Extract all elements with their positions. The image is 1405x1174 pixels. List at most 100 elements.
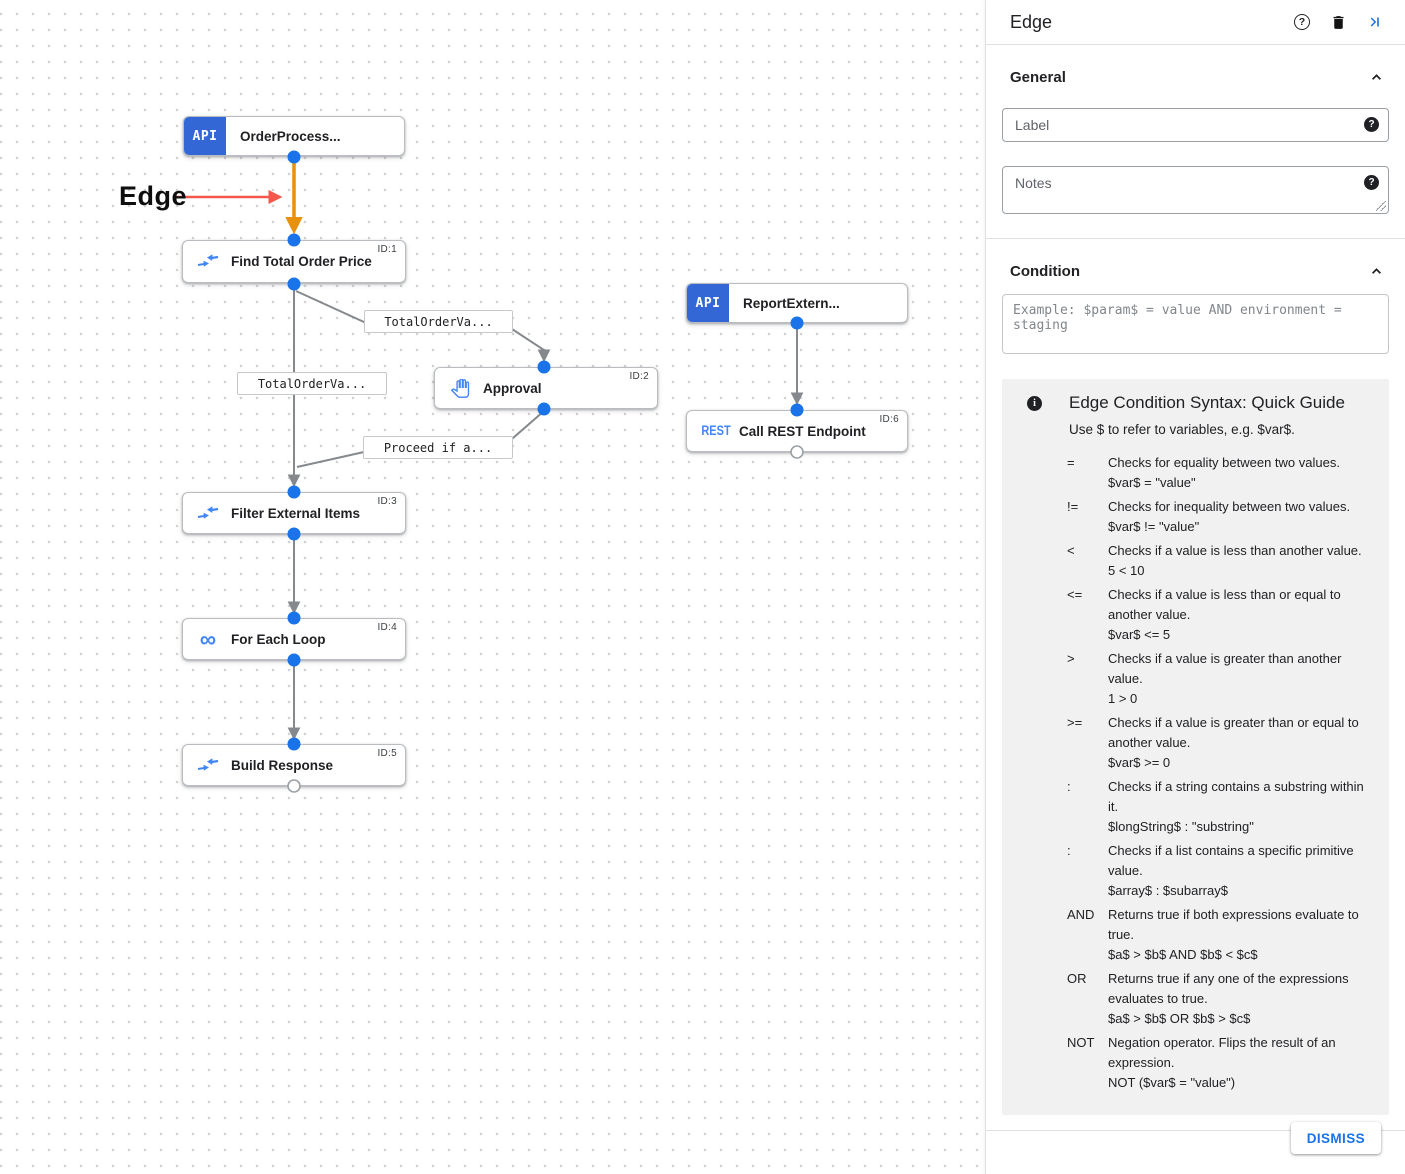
edge-condition-label[interactable]: Proceed if a... bbox=[363, 436, 513, 459]
notes-input[interactable] bbox=[1002, 166, 1389, 214]
guide-row: NOT Negation operator. Flips the result … bbox=[1067, 1033, 1373, 1093]
node-approval[interactable]: Approval ID:2 bbox=[434, 367, 658, 409]
condition-field-wrap bbox=[1002, 294, 1389, 354]
panel-footer: DISMISS bbox=[986, 1122, 1405, 1174]
edge-properties-panel: Edge ? General ? ? C bbox=[985, 0, 1405, 1174]
info-icon: i bbox=[1027, 396, 1042, 411]
data-mapping-icon bbox=[195, 252, 221, 271]
node-label: For Each Loop bbox=[231, 631, 326, 647]
node-call-rest-endpoint[interactable]: REST Call REST Endpoint ID:6 bbox=[686, 410, 908, 452]
notes-field-wrap: ? bbox=[1002, 166, 1389, 214]
node-reportextern-trigger[interactable]: API ReportExtern... bbox=[686, 283, 908, 323]
node-label: Filter External Items bbox=[231, 505, 361, 521]
operator-example: $array$ : $subarray$ bbox=[1108, 883, 1228, 898]
label-input[interactable] bbox=[1002, 108, 1389, 142]
condition-input[interactable] bbox=[1002, 294, 1389, 354]
operator-example: 1 > 0 bbox=[1108, 691, 1138, 706]
guide-subtitle: Use $ to refer to variables, e.g. $var$. bbox=[1069, 422, 1295, 437]
resize-handle[interactable] bbox=[1376, 201, 1386, 211]
guide-row: >= Checks if a value is greater than or … bbox=[1067, 713, 1373, 773]
notes-help-icon[interactable]: ? bbox=[1364, 175, 1379, 190]
api-trigger-badge: API bbox=[184, 117, 226, 155]
operator: : bbox=[1067, 843, 1071, 858]
node-label: Call REST Endpoint bbox=[739, 423, 866, 439]
operator-description: Returns true if both expressions evaluat… bbox=[1108, 907, 1359, 942]
operator: = bbox=[1067, 455, 1075, 470]
task-id-badge: ID:3 bbox=[377, 496, 397, 507]
guide-row: : Checks if a string contains a substrin… bbox=[1067, 777, 1373, 837]
delete-edge-icon[interactable] bbox=[1329, 13, 1347, 31]
section-divider bbox=[986, 238, 1405, 239]
edge-annotation-label: Edge bbox=[119, 181, 188, 211]
condition-section-header: Condition bbox=[986, 263, 1405, 280]
api-trigger-badge: API bbox=[687, 284, 729, 322]
operator-example: $a$ > $b$ OR $b$ > $c$ bbox=[1108, 1011, 1251, 1026]
approval-hand-icon bbox=[447, 378, 473, 398]
label-field-wrap: ? bbox=[1002, 108, 1389, 142]
guide-row: : Checks if a list contains a specific p… bbox=[1067, 841, 1373, 901]
condition-heading: Condition bbox=[1010, 263, 1080, 280]
node-label: OrderProcess... bbox=[240, 128, 341, 144]
operator: OR bbox=[1067, 971, 1087, 986]
workflow-canvas[interactable]: API OrderProcess... Find Total Order Pri… bbox=[0, 0, 985, 1174]
chevron-up-icon[interactable] bbox=[1368, 263, 1385, 280]
operator-description: Checks if a value is greater than anothe… bbox=[1108, 651, 1342, 686]
task-id-badge: ID:4 bbox=[377, 622, 397, 633]
operator-description: Checks if a value is less than or equal … bbox=[1108, 587, 1341, 622]
guide-row: <= Checks if a value is less than or equ… bbox=[1067, 585, 1373, 645]
operator: != bbox=[1067, 499, 1079, 514]
node-label: ReportExtern... bbox=[743, 295, 840, 311]
guide-title: Edge Condition Syntax: Quick Guide bbox=[1069, 393, 1345, 412]
operator-description: Checks for equality between two values. bbox=[1108, 455, 1340, 470]
operator: : bbox=[1067, 779, 1071, 794]
operator-example: 5 < 10 bbox=[1108, 563, 1145, 578]
data-mapping-icon bbox=[195, 504, 221, 523]
edge-condition-label[interactable]: TotalOrderVa... bbox=[237, 372, 387, 395]
operator-description: Negation operator. Flips the result of a… bbox=[1108, 1035, 1336, 1070]
operator: AND bbox=[1067, 907, 1095, 922]
node-filter-external-items[interactable]: Filter External Items ID:3 bbox=[182, 492, 406, 534]
node-for-each-loop[interactable]: ∞ For Each Loop ID:4 bbox=[182, 618, 406, 660]
operator-description: Checks if a value is less than another v… bbox=[1108, 543, 1362, 558]
help-icon[interactable]: ? bbox=[1293, 13, 1311, 31]
operator-example: NOT ($var$ = "value") bbox=[1108, 1075, 1236, 1090]
operator-example: $var$ != "value" bbox=[1108, 519, 1200, 534]
node-label: Find Total Order Price bbox=[231, 254, 372, 269]
operator-description: Checks if a value is greater than or equ… bbox=[1108, 715, 1359, 750]
operator-description: Checks for inequality between two values… bbox=[1108, 499, 1351, 514]
label-help-icon[interactable]: ? bbox=[1364, 117, 1379, 132]
guide-row: < Checks if a value is less than another… bbox=[1067, 541, 1373, 581]
guide-row: AND Returns true if both expressions eva… bbox=[1067, 905, 1373, 965]
operator-example: $var$ <= 5 bbox=[1108, 627, 1171, 642]
guide-row: > Checks if a value is greater than anot… bbox=[1067, 649, 1373, 709]
panel-title: Edge bbox=[1010, 11, 1053, 32]
guide-rows: = Checks for equality between two values… bbox=[1067, 453, 1373, 1093]
chevron-up-icon[interactable] bbox=[1368, 69, 1385, 86]
operator-description: Returns true if any one of the expressio… bbox=[1108, 971, 1349, 1006]
operator-example: $var$ = "value" bbox=[1108, 475, 1196, 490]
node-build-response[interactable]: Build Response ID:5 bbox=[182, 744, 406, 786]
condition-syntax-guide: i Edge Condition Syntax: Quick Guide Use… bbox=[1002, 379, 1389, 1115]
panel-header: Edge ? bbox=[986, 0, 1405, 45]
operator-description: Checks if a string contains a substring … bbox=[1108, 779, 1364, 814]
operator: >= bbox=[1067, 715, 1083, 730]
general-section-header: General bbox=[986, 69, 1405, 86]
operator: NOT bbox=[1067, 1035, 1095, 1050]
task-id-badge: ID:1 bbox=[377, 244, 397, 255]
operator-example: $a$ > $b$ AND $b$ < $c$ bbox=[1108, 947, 1258, 962]
node-label: Approval bbox=[483, 380, 542, 396]
operator: < bbox=[1067, 543, 1075, 558]
task-id-badge: ID:5 bbox=[377, 748, 397, 759]
edge-lines-layer bbox=[285, 158, 804, 741]
edge-condition-label[interactable]: TotalOrderVa... bbox=[364, 310, 513, 333]
guide-row: != Checks for inequality between two val… bbox=[1067, 497, 1373, 537]
node-orderprocess-trigger[interactable]: API OrderProcess... bbox=[183, 116, 405, 156]
dismiss-button[interactable]: DISMISS bbox=[1290, 1122, 1381, 1154]
task-id-badge: ID:6 bbox=[879, 414, 899, 425]
connector-dots-layer bbox=[173, 150, 804, 793]
node-find-total-order-price[interactable]: Find Total Order Price ID:1 bbox=[182, 240, 406, 283]
rest-icon: REST bbox=[701, 423, 731, 439]
collapse-panel-icon[interactable] bbox=[1365, 13, 1383, 31]
data-mapping-icon bbox=[195, 756, 221, 775]
